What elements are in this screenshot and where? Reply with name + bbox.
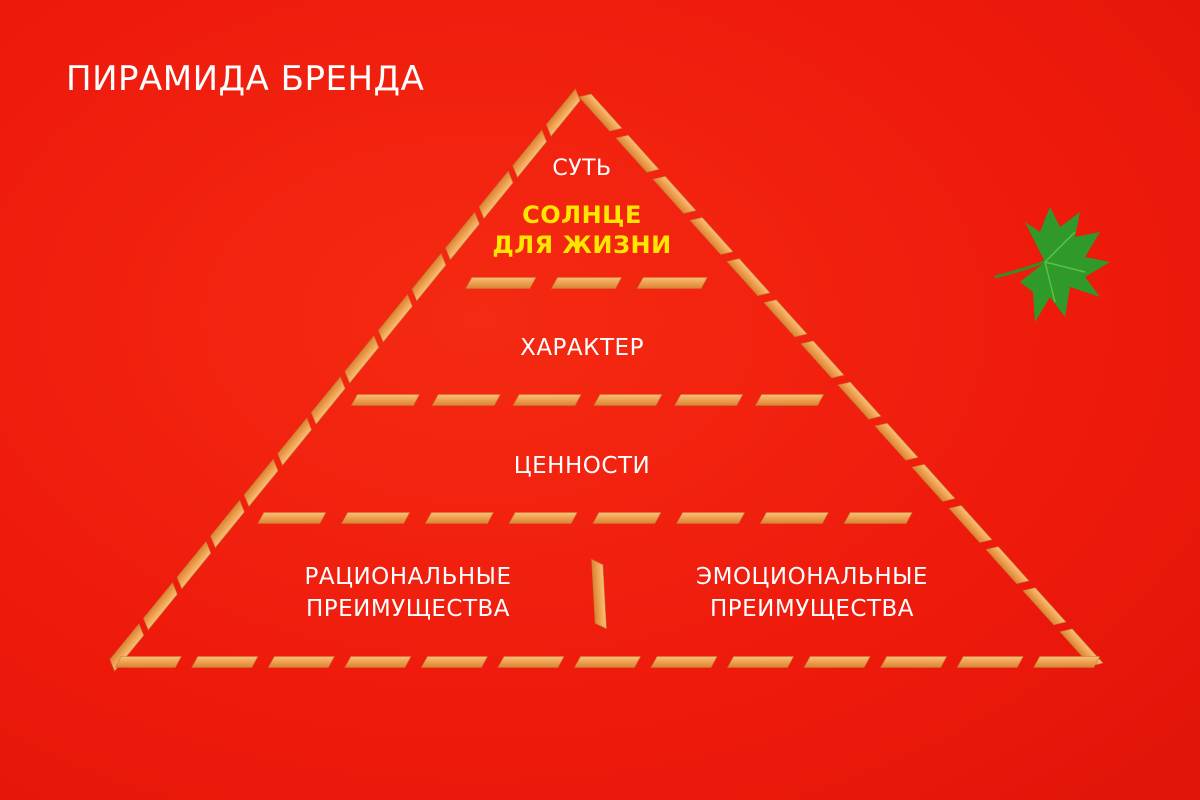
penne-piece [277, 417, 312, 466]
penne-piece [1022, 587, 1067, 626]
penne-piece [593, 394, 663, 406]
penne-piece [508, 512, 578, 524]
values-label: ЦЕННОСТИ [513, 453, 651, 479]
penne-piece [512, 129, 547, 178]
page-title: ПИРАМИДА БРЕНДА [66, 59, 425, 99]
rational-benefits-line2: ПРЕИМУЩЕСТВА [305, 596, 511, 622]
penne-piece [800, 340, 845, 379]
penne-piece [210, 499, 245, 549]
penne-piece [114, 656, 182, 668]
essence-label: СУТЬ [552, 156, 612, 181]
penne-piece [445, 211, 480, 261]
penne-piece [243, 458, 279, 508]
penne-piece [650, 656, 718, 668]
penne-piece [550, 277, 623, 289]
penne-piece [424, 512, 494, 524]
penne-piece [615, 134, 660, 173]
penne-piece [143, 582, 178, 631]
penne-piece [465, 277, 537, 289]
penne-piece [257, 512, 327, 524]
essence-value-line2: ДЛЯ ЖИЗНИ [492, 231, 672, 259]
essence-value-line1: СОЛНЦЕ [522, 201, 642, 229]
penne-piece [948, 505, 993, 543]
penne-piece [1033, 656, 1101, 668]
penne-piece [420, 656, 488, 668]
penne-piece [652, 175, 697, 214]
penne-piece [837, 381, 882, 420]
penne-piece [573, 656, 642, 668]
penne-piece [674, 394, 744, 406]
penne-piece [545, 88, 581, 137]
penne-piece [344, 656, 412, 668]
penne-piece [843, 512, 913, 524]
penne-piece [591, 558, 607, 630]
penne-piece [267, 656, 335, 668]
penne-piece [310, 376, 346, 425]
rational-benefits-line1: РАЦИОНАЛЬНЫЕ [304, 564, 512, 590]
penne-piece [880, 656, 948, 668]
penne-piece [344, 335, 380, 384]
penne-piece [578, 93, 623, 132]
penne-piece [676, 512, 746, 524]
emotional-benefits-line2: ПРЕИМУЩЕСТВА [709, 596, 915, 622]
penne-piece [378, 294, 413, 343]
penne-piece [636, 277, 708, 289]
penne-piece [191, 656, 259, 668]
penne-piece [755, 394, 825, 406]
penne-piece [350, 394, 420, 406]
penne-piece [512, 394, 582, 406]
penne-piece [176, 540, 212, 590]
penne-piece [803, 656, 871, 668]
penne-piece [956, 656, 1024, 668]
parsley-icon [994, 207, 1110, 322]
penne-piece [727, 656, 795, 668]
penne-piece [411, 252, 447, 302]
penne-piece [478, 170, 514, 220]
penne-piece [497, 656, 565, 668]
penne-piece [341, 512, 411, 524]
emotional-benefits-line1: ЭМОЦИОНАЛЬНЫЕ [696, 564, 928, 590]
penne-piece [431, 394, 501, 406]
penne-piece [726, 258, 771, 297]
penne-piece [689, 217, 734, 255]
character-label: ХАРАКТЕР [520, 335, 644, 361]
penne-piece [763, 299, 808, 338]
penne-piece [759, 512, 829, 524]
penne-piece [874, 422, 919, 461]
penne-piece [592, 512, 662, 524]
penne-piece [985, 546, 1030, 585]
penne-piece [911, 463, 956, 502]
